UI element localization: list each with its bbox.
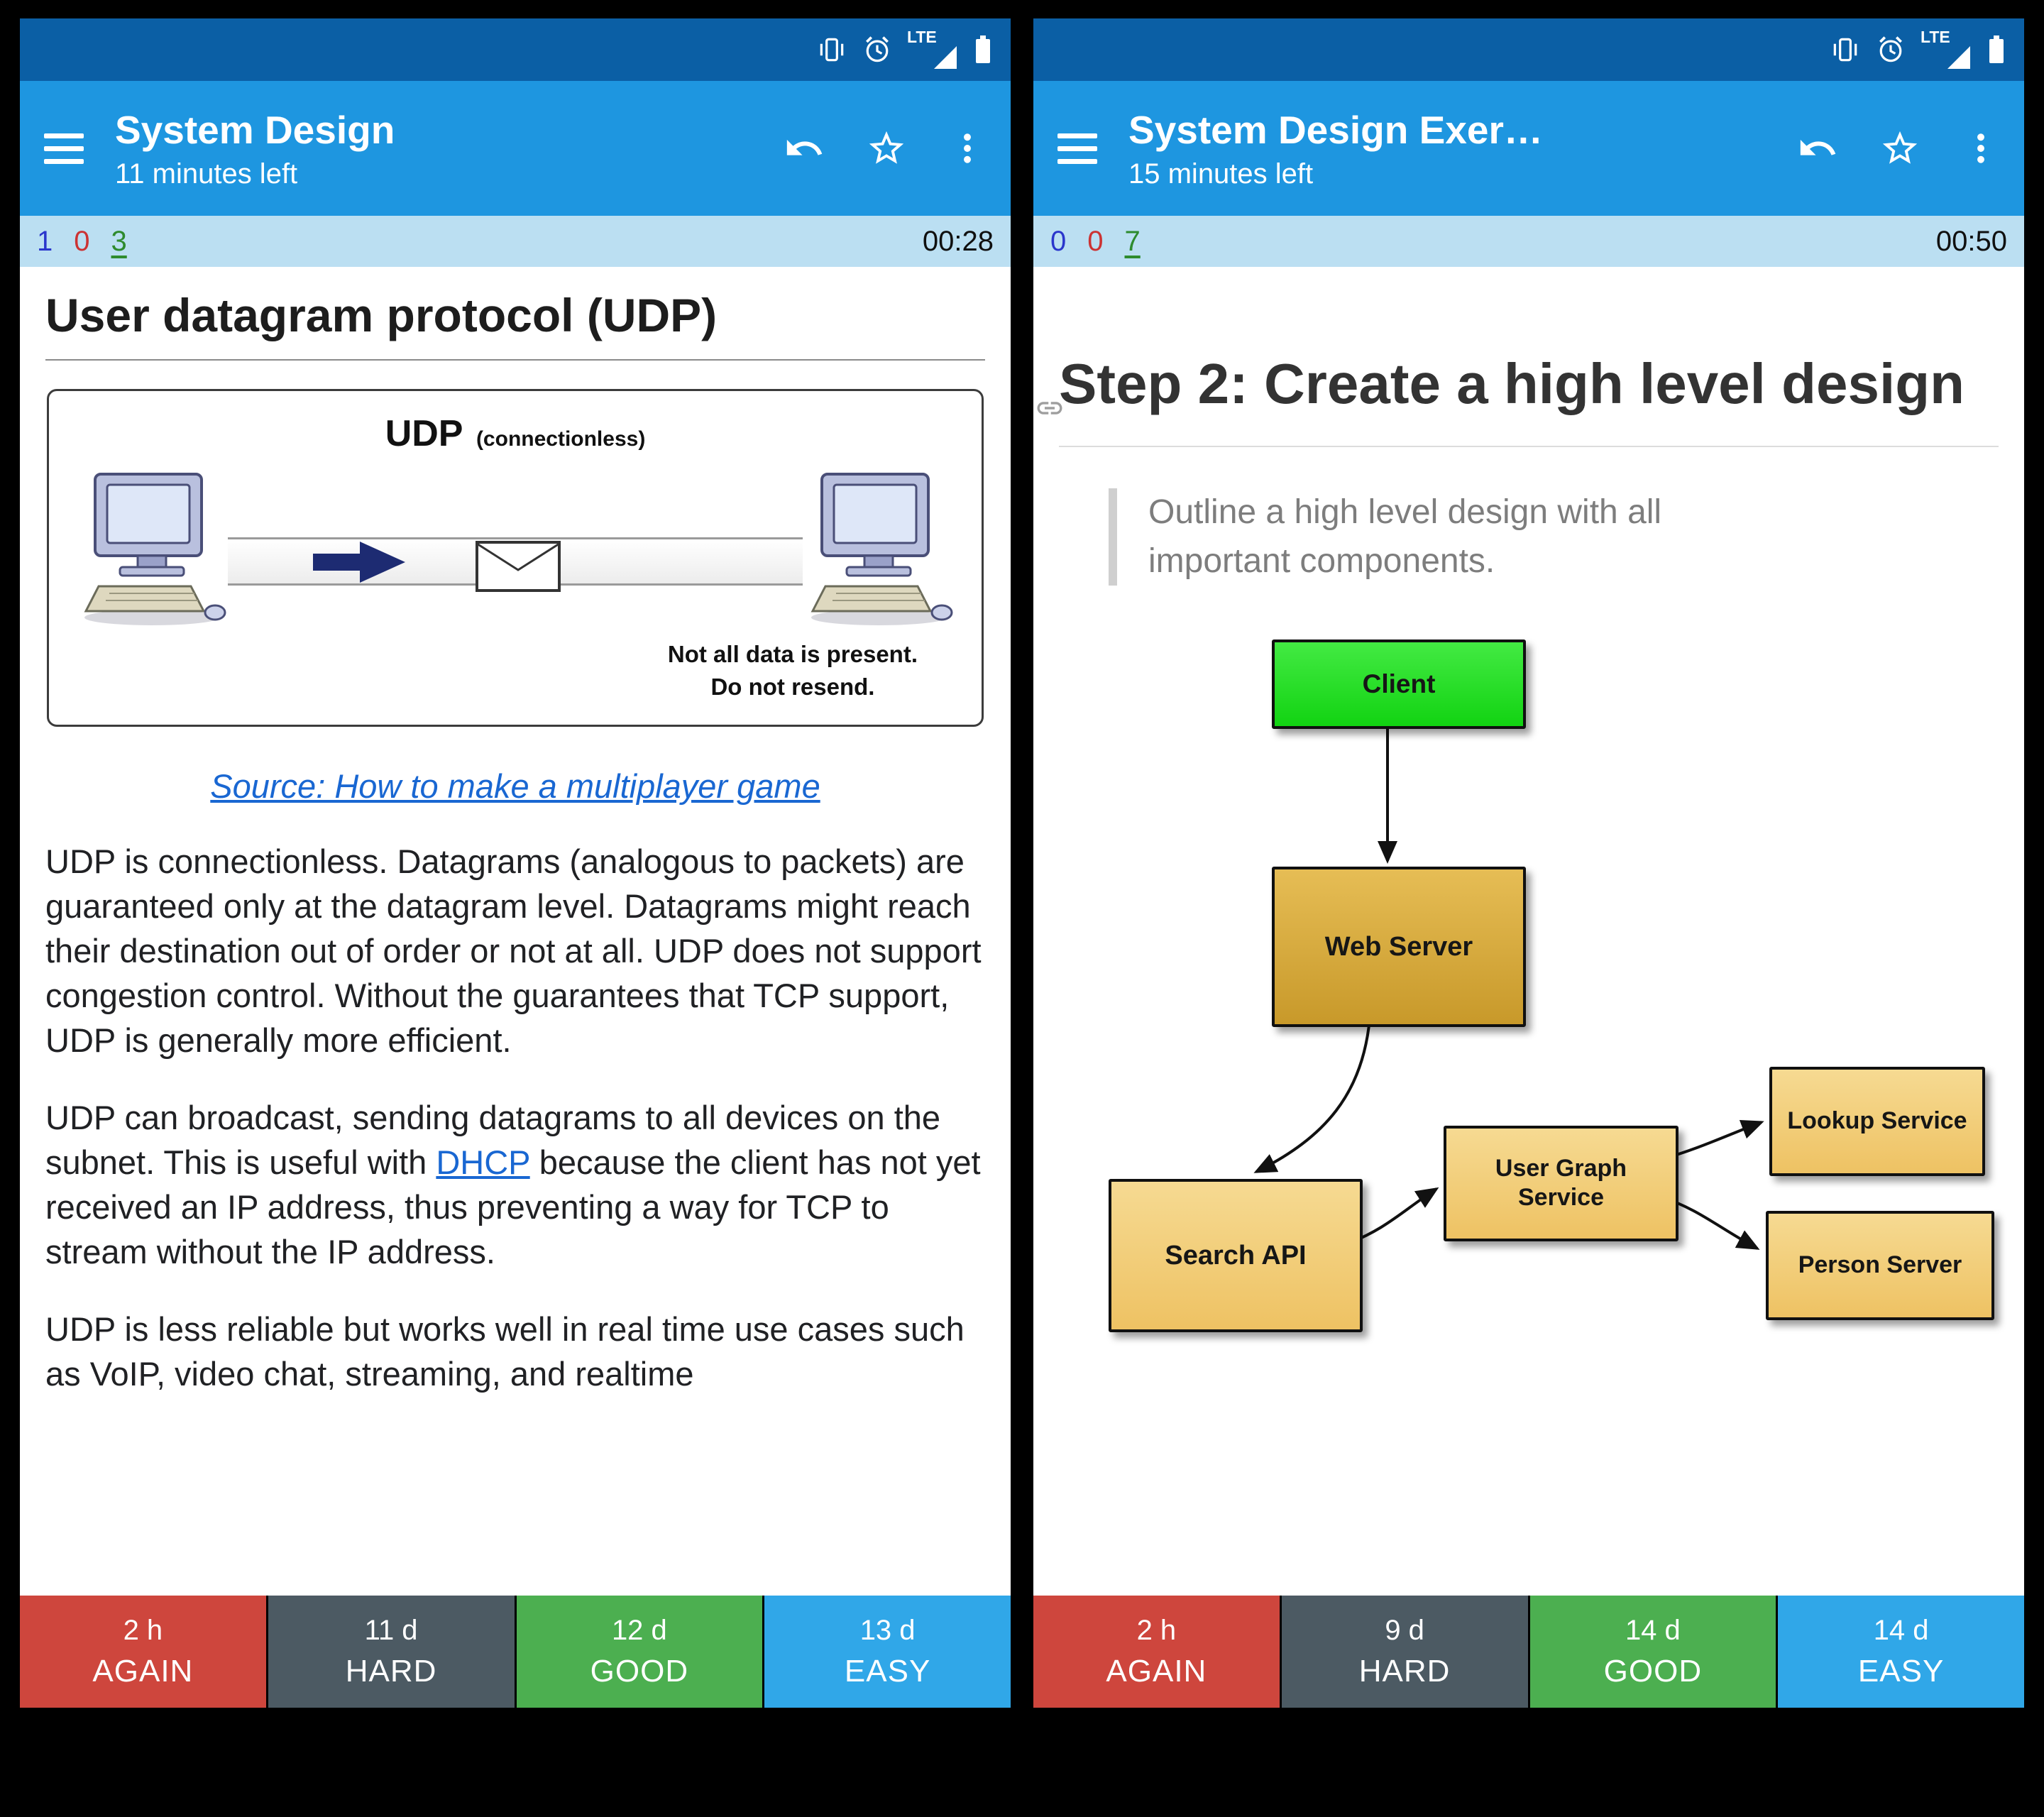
architecture-diagram: Client Web Server Search API User Graph … <box>1059 632 1999 1349</box>
card-counter-bar: 1 0 3 00:28 <box>20 216 1011 267</box>
source-link[interactable]: Source: How to make a multiplayer game <box>210 767 820 805</box>
answer-buttons-bar: 2 h AGAIN 9 d HARD 14 d GOOD 14 d EASY <box>1033 1596 2024 1708</box>
overflow-menu-icon[interactable] <box>1962 129 2000 168</box>
card-heading: Step 2: Create a high level design <box>1037 351 1999 417</box>
alarm-icon <box>862 34 893 65</box>
again-button[interactable]: 2 h AGAIN <box>1033 1596 1280 1708</box>
card-content: Step 2: Create a high level design Outli… <box>1033 267 2024 1596</box>
time-left-subtitle: 11 minutes left <box>115 158 298 190</box>
lte-signal-icon: LTE <box>1921 28 1973 72</box>
status-bar: LTE <box>1033 18 2024 81</box>
android-navigation-bar <box>0 1708 2044 1817</box>
right-arrow-icon <box>313 542 405 586</box>
answer-buttons-bar: 2 h AGAIN 11 d HARD 12 d GOOD 13 d EASY <box>20 1596 1011 1708</box>
time-left-subtitle: 15 minutes left <box>1128 158 1314 190</box>
app-bar: System Design Exer… 15 minutes left <box>1033 81 2024 216</box>
new-count: 0 <box>1050 225 1067 257</box>
lte-signal-icon: LTE <box>907 28 960 72</box>
heading-anchor-link-icon <box>1035 370 1065 437</box>
deck-title: System Design Exer… <box>1128 107 1543 152</box>
status-bar: LTE <box>20 18 1011 81</box>
learning-count: 0 <box>1087 225 1104 257</box>
dhcp-link[interactable]: DHCP <box>436 1143 530 1181</box>
card-counter-bar: 0 0 7 00:50 <box>1033 216 2024 267</box>
new-count: 1 <box>37 225 53 257</box>
paragraph: UDP is connectionless. Datagrams (analog… <box>45 842 982 1059</box>
left-phone-screen: LTE System Design 11 minutes left <box>20 18 1011 1708</box>
envelope-icon <box>475 540 561 596</box>
easy-button[interactable]: 13 d EASY <box>764 1596 1011 1708</box>
good-button[interactable]: 12 d GOOD <box>516 1596 763 1708</box>
undo-icon[interactable] <box>784 128 825 169</box>
divider <box>45 359 985 361</box>
divider <box>1059 446 1999 448</box>
diagram-node-user-graph-service: User Graph Service <box>1444 1125 1678 1241</box>
easy-button[interactable]: 14 d EASY <box>1778 1596 2024 1708</box>
good-button[interactable]: 14 d GOOD <box>1529 1596 1776 1708</box>
star-icon[interactable] <box>866 128 907 169</box>
vibrate-icon <box>816 34 847 65</box>
diagram-node-person-server: Person Server <box>1766 1210 1994 1320</box>
udp-figure-title: UDP <box>385 413 463 454</box>
udp-figure-caption: Not all data is present. Do not resend. <box>667 641 918 701</box>
card-title: User datagram protocol (UDP) <box>45 289 718 341</box>
app-bar: System Design 11 minutes left <box>20 81 1011 216</box>
app-bar-titles: System Design Exer… 15 minutes left <box>1128 107 1783 190</box>
star-icon[interactable] <box>1879 128 1921 169</box>
again-button[interactable]: 2 h AGAIN <box>20 1596 266 1708</box>
deck-title: System Design <box>115 107 395 152</box>
udp-figure-subtitle: (connectionless) <box>476 427 646 451</box>
udp-figure-heading: UDP (connectionless) <box>49 412 982 455</box>
diagram-node-search-api: Search API <box>1109 1178 1363 1332</box>
paragraph: UDP can broadcast, sending datagrams to … <box>45 1098 981 1270</box>
battery-icon <box>1987 33 2006 66</box>
overflow-menu-icon[interactable] <box>948 129 987 168</box>
battery-icon <box>974 33 992 66</box>
computer-icon <box>77 471 226 627</box>
undo-icon[interactable] <box>1797 128 1838 169</box>
app-bar-titles: System Design 11 minutes left <box>115 107 769 190</box>
card-timer: 00:50 <box>1935 225 2007 257</box>
right-phone-screen: LTE System Design Exer… 15 minutes left <box>1033 18 2024 1708</box>
diagram-node-client: Client <box>1272 639 1526 729</box>
card-timer: 00:28 <box>922 225 994 257</box>
hard-button[interactable]: 11 d HARD <box>268 1596 515 1708</box>
menu-icon[interactable] <box>44 133 84 164</box>
paragraph: UDP is less reliable but works well in r… <box>45 1310 965 1393</box>
card-quote: Outline a high level design with all imp… <box>1109 488 1773 586</box>
review-count: 7 <box>1124 225 1141 257</box>
learning-count: 0 <box>74 225 90 257</box>
udp-diagram-figure: UDP (connectionless) <box>47 389 984 727</box>
diagram-node-lookup-service: Lookup Service <box>1769 1066 1985 1176</box>
hard-button[interactable]: 9 d HARD <box>1281 1596 1528 1708</box>
diagram-node-web-server: Web Server <box>1272 866 1526 1027</box>
vibrate-icon <box>1830 34 1861 65</box>
review-count: 3 <box>111 225 127 257</box>
alarm-icon <box>1875 34 1906 65</box>
card-content: User datagram protocol (UDP) UDP (connec… <box>20 267 1011 1596</box>
menu-icon[interactable] <box>1057 133 1097 164</box>
computer-icon <box>804 471 953 627</box>
